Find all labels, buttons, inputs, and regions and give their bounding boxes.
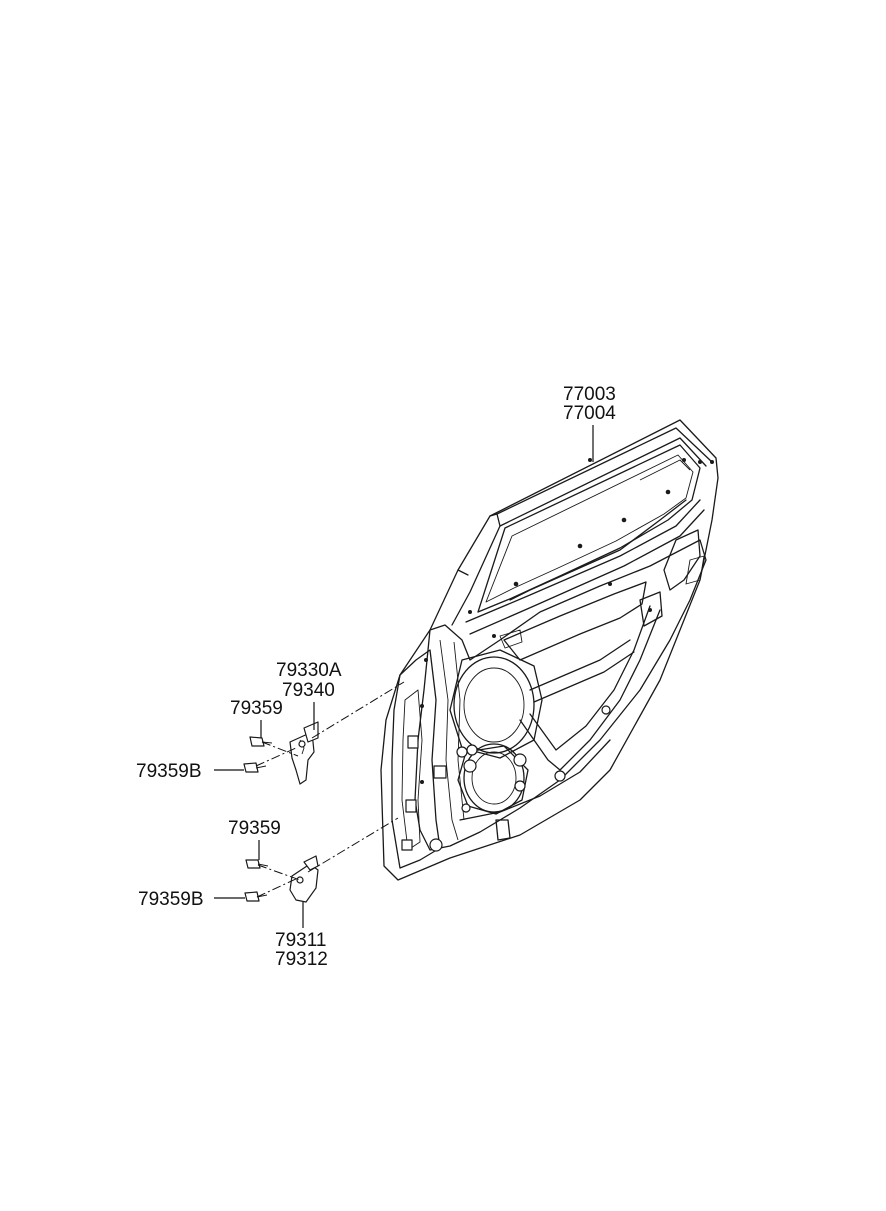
callout-door-panel-line2: 77004 bbox=[563, 403, 616, 424]
callout-upper-bolt-b: 79359B bbox=[136, 761, 202, 782]
callout-door-panel-line1: 77003 bbox=[563, 384, 616, 405]
upper-center-line-b bbox=[255, 747, 297, 767]
lower-center-line bbox=[257, 817, 399, 881]
callout-lower-bolt-b: 79359B bbox=[138, 889, 204, 910]
upper-center-line bbox=[261, 681, 405, 757]
callout-lower-bolt: 79359 bbox=[228, 818, 281, 839]
lower-bolt-b bbox=[244, 891, 268, 902]
lower-bolt bbox=[245, 859, 269, 869]
callout-upper-hinge-line2: 79340 bbox=[282, 680, 335, 701]
upper-bolt-b bbox=[243, 762, 267, 773]
callout-upper-hinge-line1: 79330A bbox=[276, 660, 342, 681]
callout-upper-bolt: 79359 bbox=[230, 698, 283, 719]
lower-center-line-b bbox=[256, 877, 299, 898]
lower-hinge bbox=[289, 855, 319, 903]
upper-hinge bbox=[289, 721, 319, 785]
callout-lower-hinge-line1: 79311 bbox=[275, 930, 326, 951]
callout-lower-hinge-line2: 79312 bbox=[275, 949, 328, 970]
rear-door-panel bbox=[380, 419, 719, 881]
